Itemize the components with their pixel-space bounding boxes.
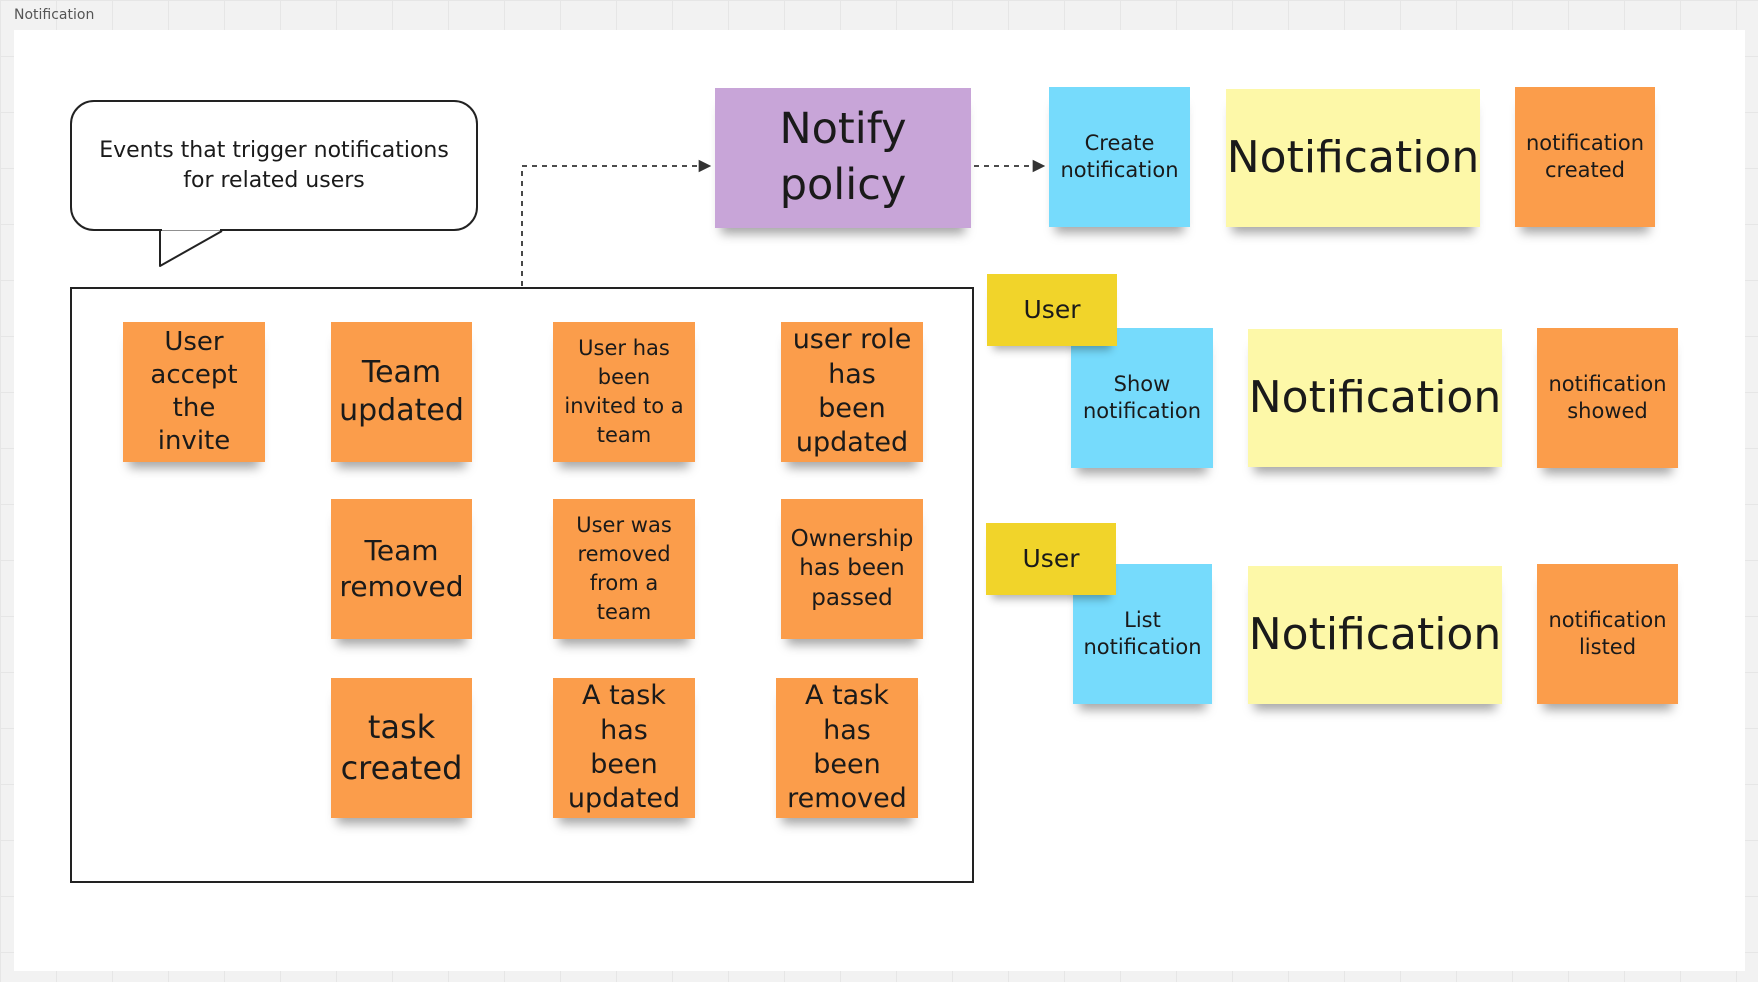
actor-label: User [1022, 544, 1080, 574]
policy-sticky[interactable]: Notify policy [715, 88, 971, 228]
speech-bubble-text: Events that trigger notifications for re… [99, 137, 449, 193]
event-sticky-user-accept-invite[interactable]: User accept the invite [123, 322, 265, 462]
policy-label: Notify policy [779, 104, 907, 210]
event-label: A task has been updated [567, 680, 681, 815]
aggregate-sticky-notification-1[interactable]: Notification [1226, 89, 1480, 227]
event-sticky-ownership-passed[interactable]: Ownership has been passed [781, 499, 923, 639]
event-sticky-task-removed[interactable]: A task has been removed [776, 678, 918, 818]
aggregate-label: Notification [1226, 132, 1480, 184]
event-label: task created [340, 708, 463, 787]
event-label: A task has been removed [787, 680, 907, 815]
event-sticky-user-role-updated[interactable]: user role has been updated [781, 322, 923, 462]
event-sticky-notification-showed[interactable]: notification showed [1537, 328, 1678, 468]
actor-sticky-user-2[interactable]: User [986, 523, 1116, 595]
event-label: notification showed [1548, 372, 1667, 423]
event-sticky-task-created[interactable]: task created [331, 678, 472, 818]
speech-bubble[interactable]: Events that trigger notifications for re… [70, 100, 478, 231]
command-sticky-create-notification[interactable]: Create notification [1049, 87, 1190, 227]
event-sticky-notification-created[interactable]: notification created [1515, 87, 1655, 227]
aggregate-sticky-notification-3[interactable]: Notification [1248, 566, 1502, 704]
command-label: Create notification [1060, 131, 1179, 182]
event-label: User was removed from a team [576, 513, 672, 624]
event-sticky-user-invited[interactable]: User has been invited to a team [553, 322, 695, 462]
actor-sticky-user-1[interactable]: User [987, 274, 1117, 346]
event-sticky-notification-listed[interactable]: notification listed [1537, 564, 1678, 704]
frame-title[interactable]: Notification [14, 7, 95, 23]
event-label: Team removed [339, 534, 464, 603]
actor-label: User [1023, 295, 1081, 325]
event-label: notification listed [1548, 608, 1667, 659]
event-sticky-task-updated[interactable]: A task has been updated [553, 678, 695, 818]
command-sticky-show-notification[interactable]: Show notification [1071, 328, 1213, 468]
events-group-box[interactable] [70, 287, 974, 883]
command-label: List notification [1083, 608, 1202, 659]
event-label: notification created [1525, 131, 1645, 182]
command-sticky-list-notification[interactable]: List notification [1073, 564, 1212, 704]
event-sticky-team-updated[interactable]: Team updated [331, 322, 472, 462]
event-label: Team updated [339, 354, 464, 428]
event-label: User has been invited to a team [564, 336, 684, 447]
aggregate-sticky-notification-2[interactable]: Notification [1248, 329, 1502, 467]
aggregate-label: Notification [1248, 609, 1502, 661]
event-label: User accept the invite [150, 326, 238, 457]
event-label: user role has been updated [792, 324, 912, 459]
event-label: Ownership has been passed [790, 526, 914, 611]
aggregate-label: Notification [1248, 372, 1502, 424]
command-label: Show notification [1082, 372, 1202, 423]
event-sticky-user-removed[interactable]: User was removed from a team [553, 499, 695, 639]
event-sticky-team-removed[interactable]: Team removed [331, 499, 472, 639]
